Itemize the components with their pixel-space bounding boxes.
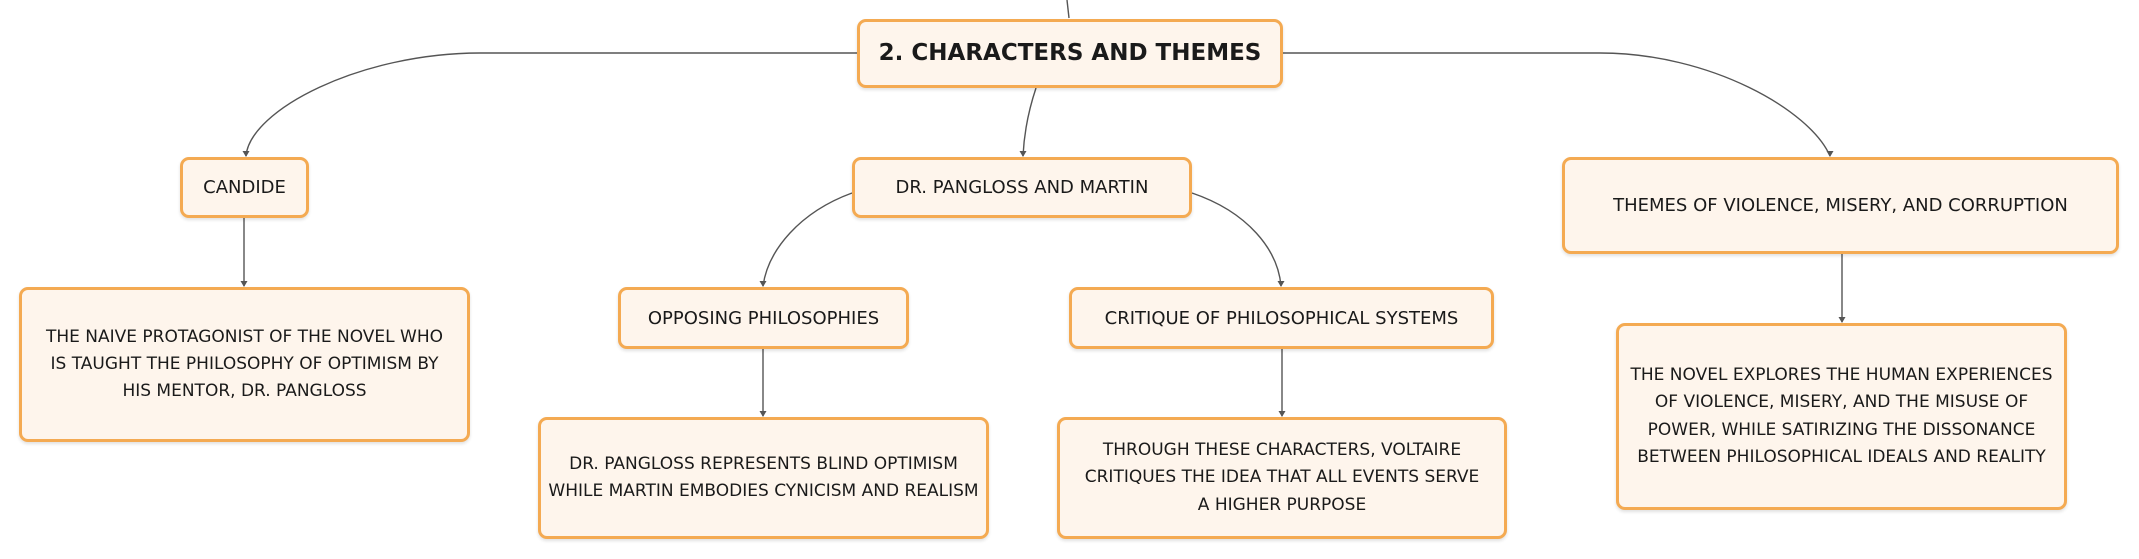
arrowhead-opposing bbox=[759, 281, 767, 287]
connector-pangloss-to-opposing bbox=[762, 192, 853, 287]
opposing-philosophies-label: OPPOSING PHILOSOPHIES bbox=[647, 307, 880, 329]
critique-systems-description-node[interactable]: THROUGH THESE CHARACTERS, VOLTAIRE CRITI… bbox=[1057, 417, 1507, 539]
themes-description-node[interactable]: THE NOVEL EXPLORES THE HUMAN EXPERIENCES… bbox=[1616, 323, 2067, 510]
arrowhead-themes bbox=[1826, 151, 1834, 157]
candide-node-label: CANDIDE bbox=[203, 177, 286, 198]
arrowhead-candide-desc bbox=[240, 281, 248, 287]
connector-root-to-themes bbox=[1282, 52, 1831, 157]
opposing-philosophies-description-node[interactable]: DR. PANGLOSS REPRESENTS BLIND OPTIMISM W… bbox=[538, 417, 989, 539]
arrowhead-critique-desc bbox=[1278, 411, 1286, 417]
opposing-philosophies-description-text: DR. PANGLOSS REPRESENTS BLIND OPTIMISM W… bbox=[548, 453, 979, 501]
root-node[interactable]: 2. CHARACTERS AND THEMES bbox=[857, 19, 1283, 88]
arrowhead-pangloss bbox=[1019, 151, 1027, 157]
pangloss-martin-node[interactable]: DR. PANGLOSS AND MARTIN bbox=[852, 157, 1192, 218]
themes-node-label: THEMES OF VIOLENCE, MISERY, AND CORRUPTI… bbox=[1613, 195, 2068, 216]
connector-root-to-pangloss bbox=[1022, 87, 1037, 157]
themes-node[interactable]: THEMES OF VIOLENCE, MISERY, AND CORRUPTI… bbox=[1562, 157, 2119, 254]
candide-description-text: THE NAIVE PROTAGONIST OF THE NOVEL WHO I… bbox=[45, 326, 444, 402]
critique-systems-label: CRITIQUE OF PHILOSOPHICAL SYSTEMS bbox=[1104, 307, 1459, 329]
pangloss-martin-node-label: DR. PANGLOSS AND MARTIN bbox=[895, 177, 1149, 198]
candide-description-node[interactable]: THE NAIVE PROTAGONIST OF THE NOVEL WHO I… bbox=[19, 287, 470, 442]
critique-systems-node[interactable]: CRITIQUE OF PHILOSOPHICAL SYSTEMS bbox=[1069, 287, 1494, 349]
root-node-label: 2. CHARACTERS AND THEMES bbox=[878, 40, 1262, 67]
opposing-philosophies-node[interactable]: OPPOSING PHILOSOPHIES bbox=[618, 287, 909, 349]
arrowhead-critique bbox=[1277, 281, 1285, 287]
candide-node[interactable]: CANDIDE bbox=[180, 157, 309, 218]
connector-pangloss-to-critique bbox=[1191, 192, 1282, 287]
arrowhead-opposing-desc bbox=[759, 411, 767, 417]
arrowhead-themes-desc bbox=[1838, 317, 1846, 323]
critique-systems-description-text: THROUGH THESE CHARACTERS, VOLTAIRE CRITI… bbox=[1084, 440, 1480, 515]
connector-parent-to-root bbox=[1066, 0, 1070, 19]
themes-description-text: THE NOVEL EXPLORES THE HUMAN EXPERIENCES… bbox=[1630, 365, 2053, 467]
connector-root-to-candide bbox=[245, 52, 858, 157]
arrowhead-candide bbox=[242, 151, 250, 157]
